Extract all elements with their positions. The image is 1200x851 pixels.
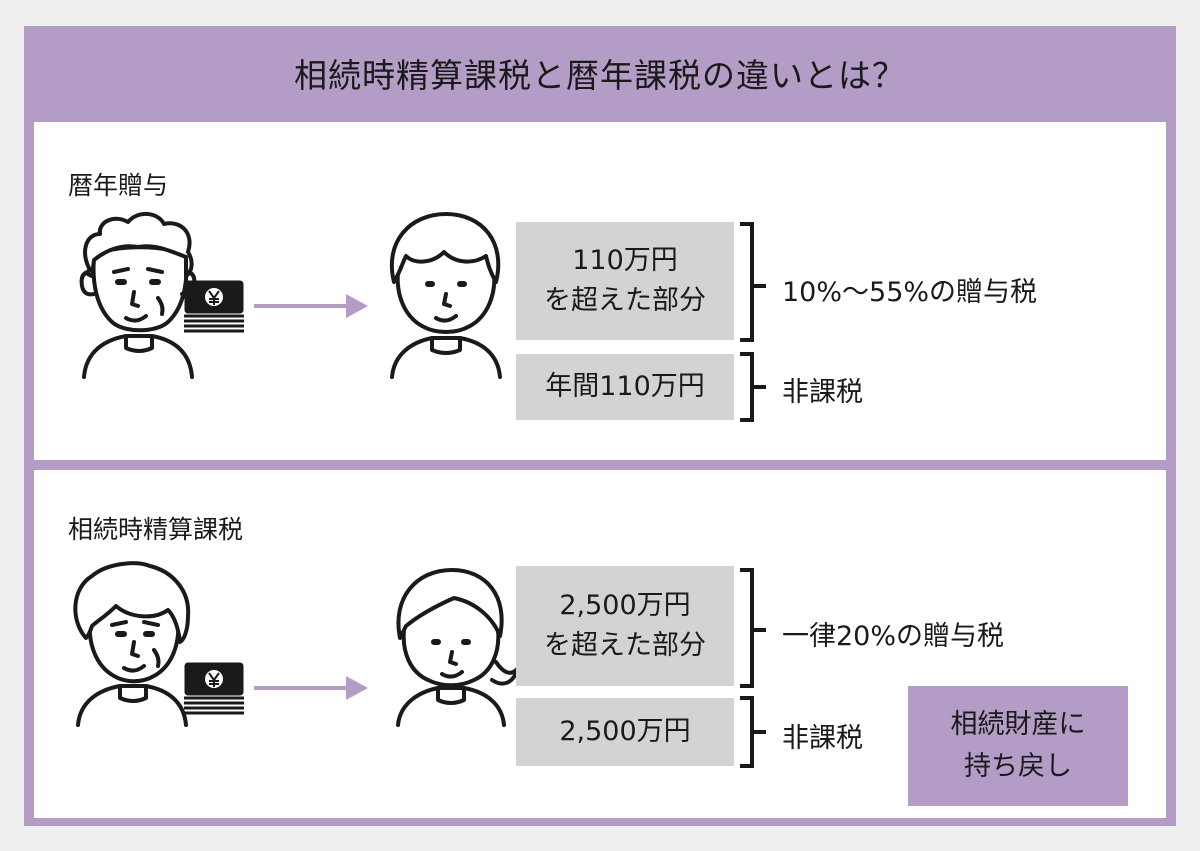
young-person-icon (389, 212, 502, 379)
yen-bills-icon (184, 662, 244, 715)
arrow-right-icon (254, 294, 368, 318)
box-2500-man: 2,500万円 (516, 698, 734, 766)
yen-bills-icon (184, 280, 244, 333)
return-to-estate-line2: 持ち戻し (964, 751, 1072, 782)
seisan-panel: 相続時精算課税 (34, 470, 1166, 818)
result-gift-tax-flat: 一律20%の贈与税 (782, 621, 1005, 652)
box-over-2500-man: 2,500万円 を超えた部分 (516, 566, 734, 686)
bracket-upper (740, 568, 766, 688)
diagram-frame: 相続時精算課税と暦年課税の違いとは？ 暦年贈与 (24, 26, 1176, 826)
box-over-110-man: 110万円 を超えた部分 (516, 222, 734, 340)
box-over-2500-man-line2: を超えた部分 (544, 630, 706, 661)
result-gift-tax-progressive: 10%～55%の贈与税 (782, 277, 1038, 308)
section-label-seisan: 相続時精算課税 (68, 515, 244, 544)
box-over-110-man-line2: を超えた部分 (544, 285, 706, 316)
result-tax-exempt-seisan: 非課税 (782, 723, 863, 754)
elderly-man-icon (79, 212, 197, 379)
box-over-110-man-line1: 110万円 (572, 245, 678, 276)
rekinen-panel: 暦年贈与 (34, 122, 1166, 460)
box-annual-110-man: 年間110万円 (516, 354, 734, 420)
bracket-lower (740, 352, 766, 422)
box-over-2500-man-line1: 2,500万円 (559, 590, 691, 621)
return-to-estate-box: 相続財産に 持ち戻し (908, 686, 1128, 806)
return-to-estate-line1: 相続財産に (950, 709, 1086, 740)
section-label-rekinen: 暦年贈与 (68, 171, 169, 200)
elderly-woman-icon (73, 561, 191, 727)
rekinen-illustration (79, 212, 766, 422)
young-woman-icon (396, 568, 520, 727)
result-tax-exempt-rekinen: 非課税 (782, 377, 863, 408)
arrow-right-icon (254, 676, 368, 700)
bracket-upper (740, 222, 766, 342)
page-title: 相続時精算課税と暦年課税の違いとは？ (294, 56, 906, 95)
bracket-lower (740, 696, 766, 768)
